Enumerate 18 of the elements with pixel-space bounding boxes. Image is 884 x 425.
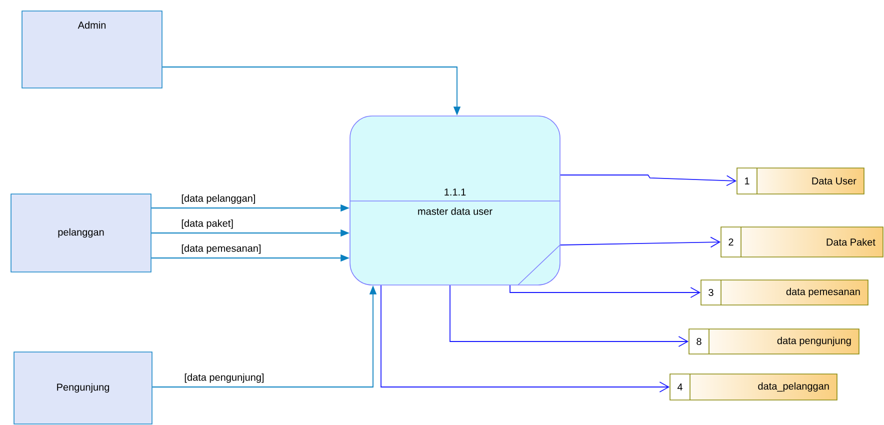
arrow xyxy=(450,284,689,347)
arrow xyxy=(380,284,670,392)
entity-box: Admin xyxy=(22,10,162,88)
arrow xyxy=(560,236,721,248)
arrow xyxy=(510,284,701,298)
edge-label: [data pemesanan] xyxy=(182,244,261,254)
entity-box: pelanggan xyxy=(10,194,152,272)
data-store: 8 data pengunjung xyxy=(688,328,860,354)
edge-label: [data pengunjung] xyxy=(184,373,264,383)
edge-label: [data pelanggan] xyxy=(182,194,255,204)
data-store: 4 data_pelanggan xyxy=(670,374,838,400)
entity-box: Pengunjung xyxy=(14,352,152,424)
edge-label: [data paket] xyxy=(182,219,233,229)
process-box: 1.1.1 master data user xyxy=(350,116,560,286)
data-store: 1 Data User xyxy=(736,168,864,194)
data-store: 2 Data Paket xyxy=(720,226,884,258)
data-store: 3 data pemesanan xyxy=(700,280,868,306)
arrow xyxy=(560,174,737,186)
